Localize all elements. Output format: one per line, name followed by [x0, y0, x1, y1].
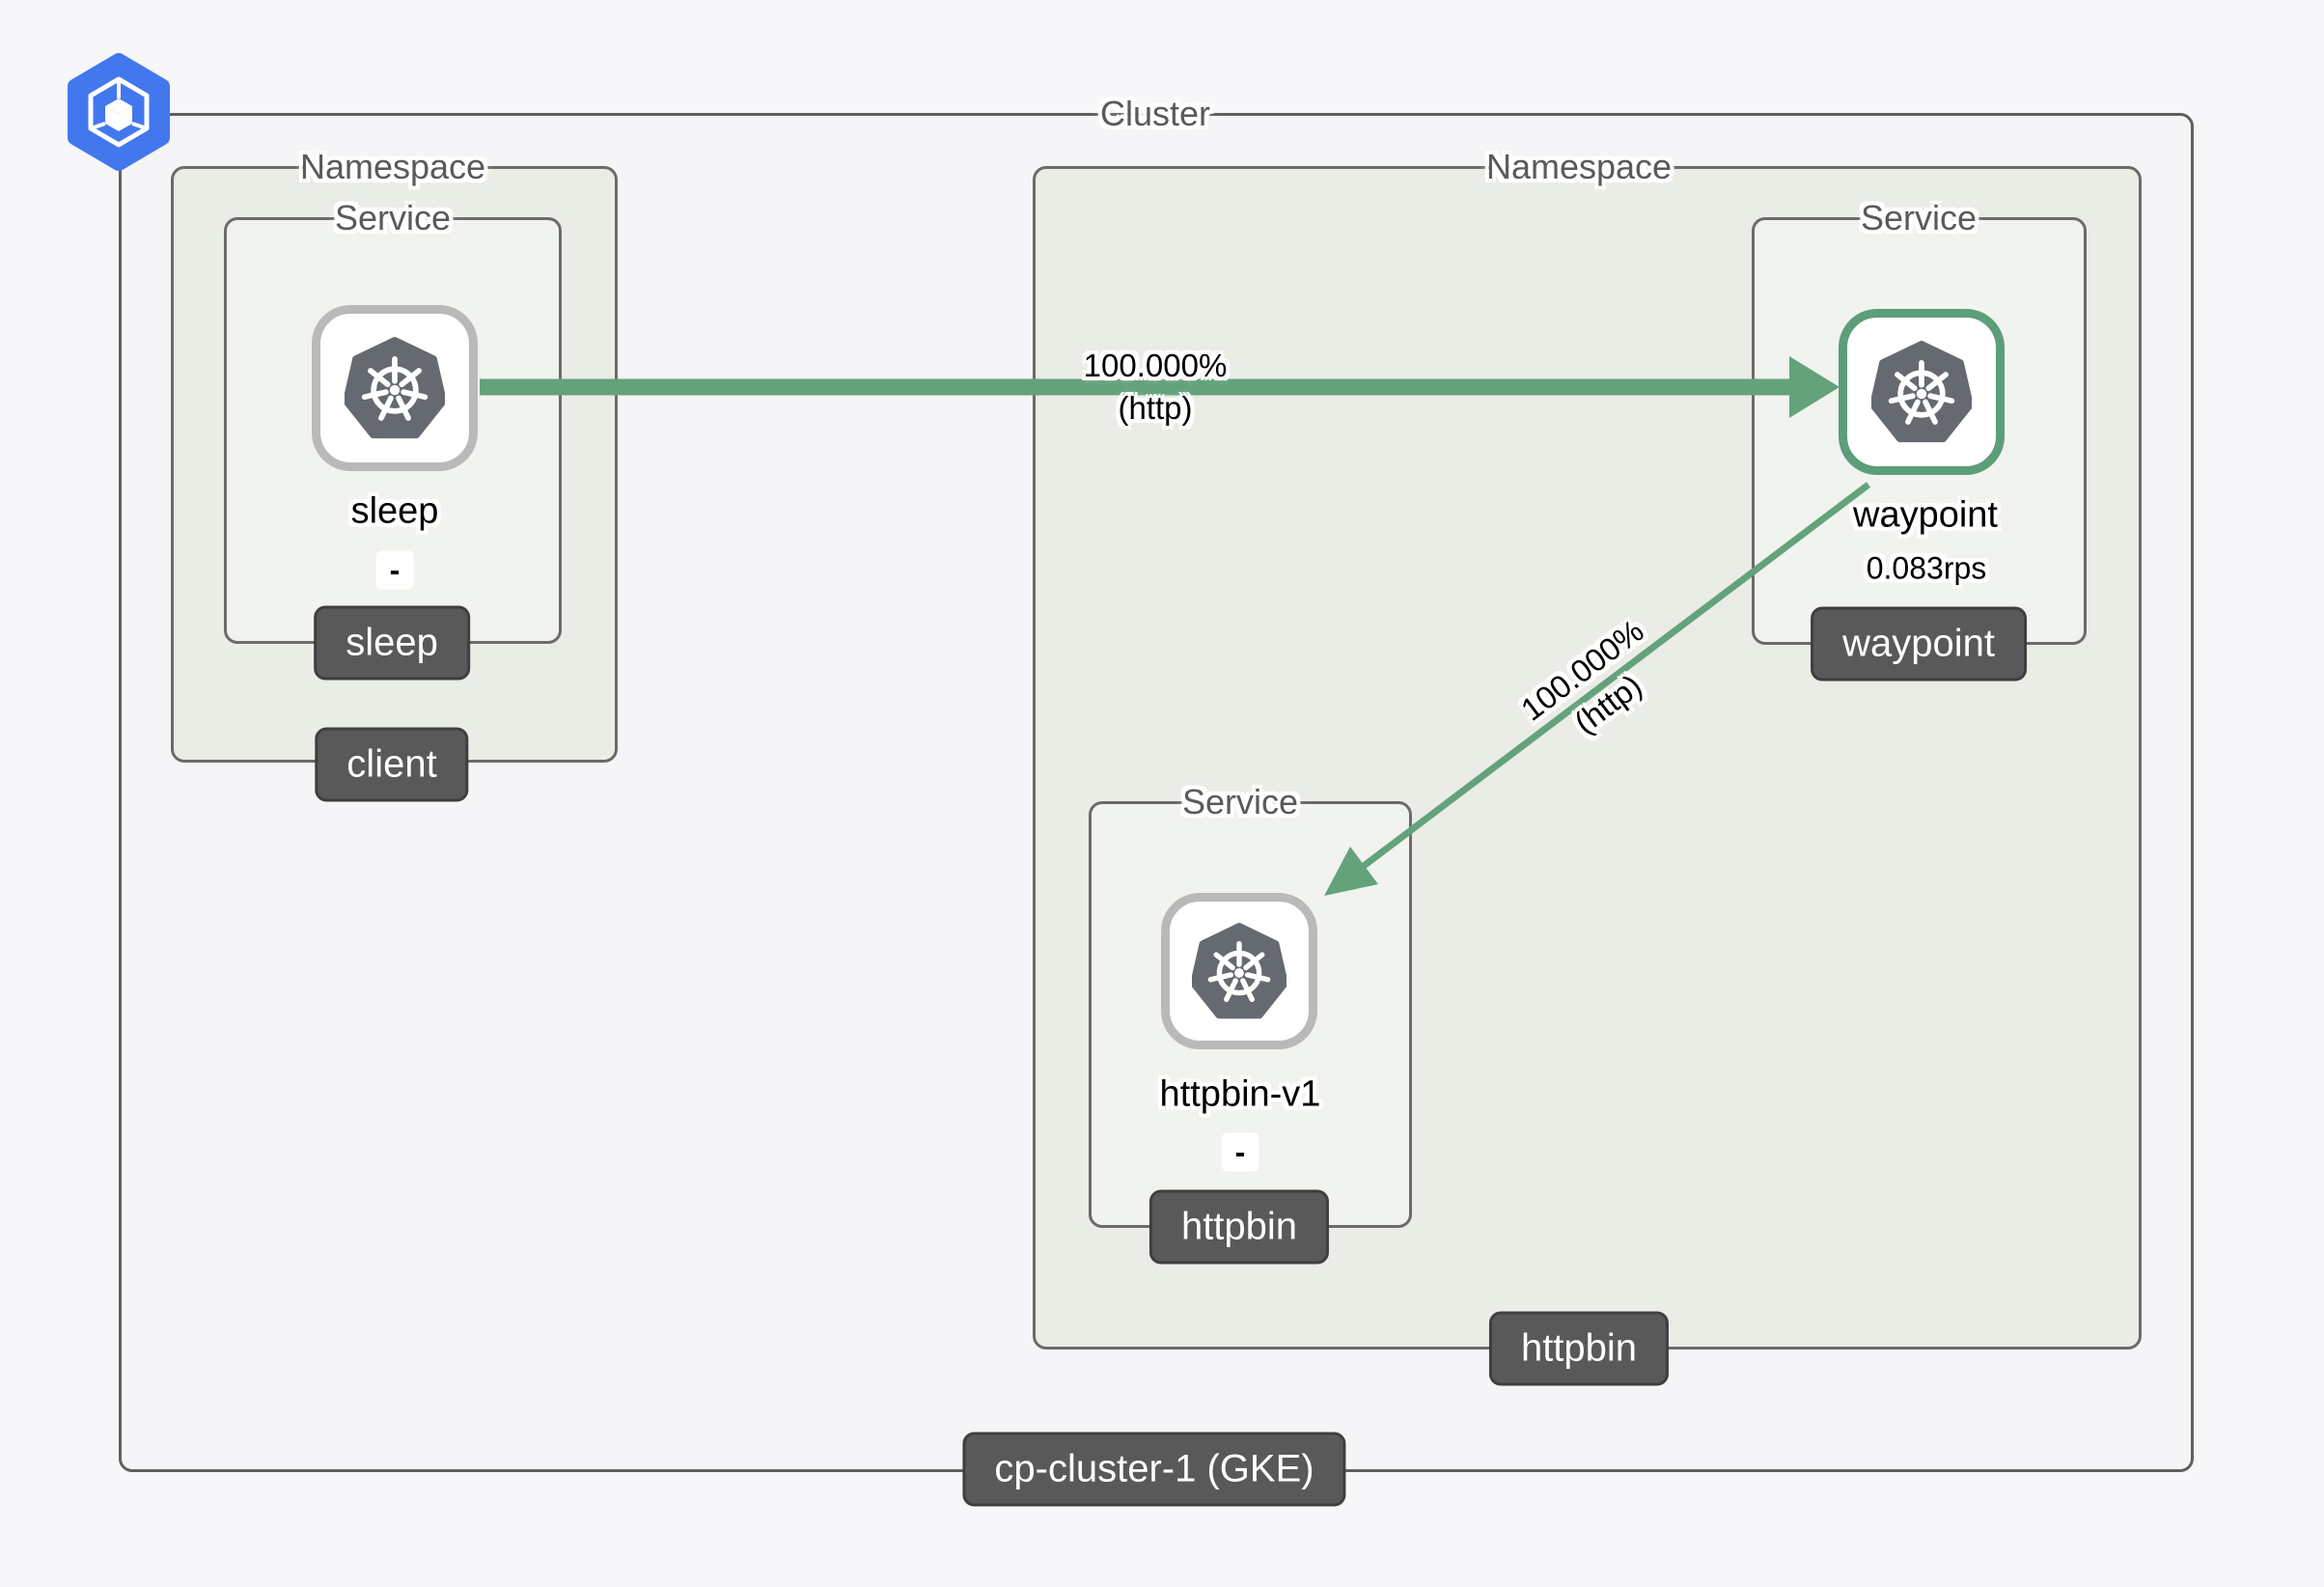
node-httpbin-name: httpbin-v1: [1159, 1073, 1321, 1115]
edge-waypoint-to-httpbin[interactable]: [1324, 482, 1871, 896]
namespace-client-label: Namespace: [299, 147, 486, 186]
badge-service-httpbin[interactable]: httpbin: [1148, 1189, 1330, 1265]
namespace-httpbin-label: Namespace: [1485, 147, 1673, 186]
badge-service-sleep[interactable]: sleep: [314, 605, 470, 681]
badge-namespace-httpbin[interactable]: httpbin: [1488, 1311, 1670, 1386]
node-waypoint-traffic: 0.083rps: [1866, 550, 1987, 586]
cluster-label: Cluster: [1099, 94, 1211, 133]
edge-percent: 100.000%: [1083, 348, 1228, 383]
node-httpbin-v1[interactable]: [1161, 893, 1317, 1049]
badge-namespace-client[interactable]: client: [315, 727, 469, 802]
service-waypoint-label: Service: [1860, 198, 1978, 237]
gke-cluster-icon: [68, 53, 170, 171]
node-sleep-name: sleep: [350, 490, 439, 532]
badge-cluster-name[interactable]: cp-cluster-1 (GKE): [962, 1432, 1346, 1507]
node-sleep-version: -: [375, 550, 414, 590]
edge-sleep-to-waypoint[interactable]: [480, 356, 1840, 418]
service-sleep-label: Service: [334, 198, 452, 237]
node-waypoint-name: waypoint: [1853, 494, 1998, 536]
service-httpbin-label: Service: [1181, 782, 1299, 821]
edge-protocol: (http): [1118, 390, 1193, 426]
kubernetes-icon: [1871, 341, 1972, 443]
kubernetes-icon: [1192, 923, 1286, 1019]
version-chip: -: [375, 550, 414, 590]
badge-service-waypoint[interactable]: waypoint: [1811, 606, 2027, 682]
node-sleep[interactable]: [312, 305, 478, 471]
node-waypoint[interactable]: [1839, 309, 2005, 475]
version-chip: -: [1221, 1132, 1259, 1172]
edge-label-sleep-waypoint[interactable]: 100.000% (http): [1084, 345, 1228, 430]
node-httpbin-version: -: [1221, 1132, 1259, 1172]
kubernetes-icon: [345, 337, 445, 439]
